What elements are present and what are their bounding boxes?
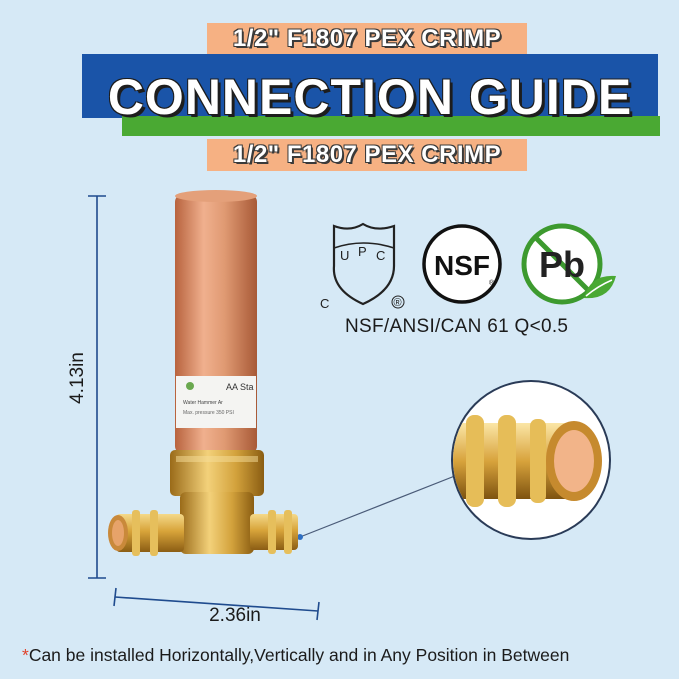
width-right-cap	[316, 601, 320, 621]
banner-green-band	[122, 116, 660, 136]
tag-top: 1/2" F1807 PEX CRIMP	[207, 23, 527, 55]
right-barb-ring	[284, 510, 292, 554]
zoom-callout-line	[299, 469, 471, 538]
width-left-cap	[113, 587, 117, 607]
page-title: CONNECTION GUIDE	[107, 69, 633, 125]
zoom-barb-ring	[498, 415, 516, 507]
width-line	[114, 596, 319, 612]
zoom-detail-image	[451, 380, 611, 540]
width-dimension-label: 2.36in	[209, 605, 261, 626]
banner-blue-band	[82, 54, 658, 118]
nsf-text: NSF	[434, 250, 490, 281]
zoom-barb-ring	[530, 419, 546, 503]
upc-registered-mark: ®	[394, 297, 402, 309]
tag-bottom: 1/2" F1807 PEX CRIMP	[207, 139, 527, 171]
certification-caption: NSF/ANSI/CAN 61 Q<0.5	[345, 316, 569, 337]
tag-bottom-text: 1/2" F1807 PEX CRIMP	[232, 141, 502, 168]
left-barb-ring	[132, 510, 140, 556]
brass-tee-body	[180, 492, 254, 554]
nsf-circle-icon: NSF ®	[422, 224, 502, 304]
brass-nut-highlight	[176, 456, 258, 462]
upc-c-mark: C	[320, 296, 329, 311]
tag-top-text: 1/2" F1807 PEX CRIMP	[232, 25, 502, 52]
zoom-barb-inner	[554, 430, 594, 492]
label-logo-icon	[186, 382, 194, 390]
right-barb-ring	[268, 510, 276, 554]
product-label-brand: AA Sta	[226, 382, 254, 392]
upc-letter-u: U	[340, 248, 349, 263]
footnote: *Can be installed Horizontally,Verticall…	[22, 645, 672, 666]
nsf-trademark: ®	[489, 279, 495, 287]
left-barb-ring	[150, 510, 158, 556]
footnote-text: Can be installed Horizontally,Vertically…	[28, 645, 570, 665]
footnote-asterisk: *	[22, 645, 29, 665]
zoom-callout-dot	[297, 534, 303, 540]
leaf-icon	[584, 275, 616, 299]
product-label-line2: Max. pressure 350 PSI	[183, 410, 234, 416]
zoom-barb-ring	[466, 415, 484, 507]
lead-free-icon: Pb	[521, 223, 616, 305]
pb-text: Pb	[539, 244, 585, 285]
left-barb-inner	[112, 520, 124, 546]
upc-letter-c: C	[376, 248, 385, 263]
upc-letter-p: P	[358, 244, 367, 259]
height-dimension-label: 4.13in	[67, 352, 88, 404]
copper-cylinder-top	[175, 190, 257, 202]
upc-shield-icon: U P C C ®	[320, 222, 405, 311]
product-arrestor-image: AA Sta Water Hammer Ar Max. pressure 350…	[108, 190, 298, 556]
product-label-line1: Water Hammer Ar	[183, 400, 223, 406]
